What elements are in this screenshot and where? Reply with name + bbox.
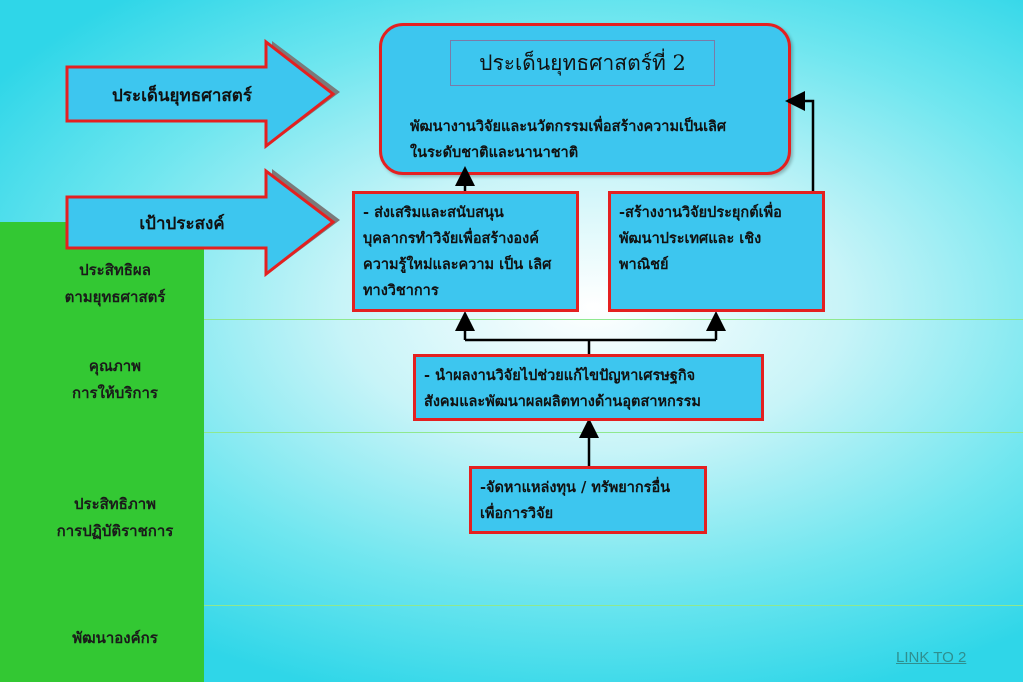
perspective-column (0, 222, 204, 682)
strategy-arrow-label: ประเด็นยุทธศาสตร์ (112, 85, 252, 106)
row-label-effectiveness: ประสิทธิผล ตามยุทธศาสตร์ (64, 261, 166, 306)
row-divider (204, 605, 1023, 606)
row-label-efficiency: ประสิทธิภาพ การปฏิบัติราชการ (56, 495, 174, 540)
goal-box-applied-research: -สร้างงานวิจัยประยุกต์เพื่อ พัฒนาประเทศแ… (608, 191, 825, 312)
strategy-arrow: ประเด็นยุทธศาสตร์ (62, 38, 347, 152)
link-to-2[interactable]: LINK TO 2 (896, 649, 967, 666)
service-quality-box: - นำผลงานวิจัยไปช่วยแก้ไขปัญหาเศรษฐกิจ ส… (413, 354, 764, 421)
strategic-issue-box (379, 23, 791, 175)
objective-arrow-label: เป้าประสงค์ (139, 213, 225, 234)
row-label-development: พัฒนาองค์กร (72, 629, 158, 647)
row-divider (204, 432, 1023, 433)
row-label-quality: คุณภาพ การให้บริการ (72, 357, 158, 402)
strategic-issue-title: ประเด็นยุทธศาสตร์ที่ 2 (450, 40, 715, 86)
strategic-issue-description: พัฒนางานวิจัยและนวัตกรรมเพื่อสร้างความเป… (410, 118, 727, 161)
row-divider (204, 319, 1023, 320)
goal-box-research-personnel: - ส่งเสริมและสนับสนุน บุคลากรทำวิจัยเพื่… (352, 191, 579, 312)
objective-arrow: เป้าประสงค์ (62, 166, 347, 280)
funding-resources-box: -จัดหาแหล่งทุน / ทรัพยากรอื่น เพื่อการวิ… (469, 466, 707, 534)
